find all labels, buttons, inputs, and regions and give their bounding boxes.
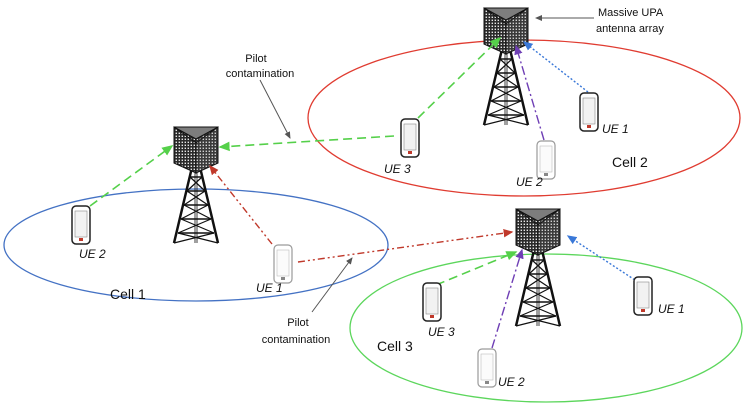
- smartphone-icon: [422, 282, 442, 322]
- ue-label-cell2-ue2: UE 2: [516, 175, 543, 189]
- smartphone-icon: [579, 92, 599, 132]
- link-cell3-ue2: [491, 248, 524, 349]
- link-cell3-ue3: [435, 251, 518, 286]
- base-station-cell-3: [514, 208, 562, 328]
- antenna-tower-icon: [173, 126, 219, 174]
- ue-label-cell1-ue2: UE 2: [79, 247, 106, 261]
- cell-3-boundary: [349, 253, 743, 403]
- cell-label-1: Cell 1: [110, 286, 146, 302]
- link-cell1-ue2: [89, 145, 174, 207]
- antenna-annotation-line2: antenna array: [596, 23, 664, 35]
- link-pilot-contamination-top: [218, 135, 395, 152]
- ue-label-cell2-ue3: UE 3: [384, 162, 411, 176]
- ue-label-cell3-ue1: UE 1: [658, 302, 685, 316]
- antenna-annotation-line1: Massive UPA: [598, 7, 664, 19]
- antenna-tower-icon: [515, 208, 561, 256]
- smartphone-icon: [400, 118, 420, 158]
- link-cell1-ue1: [209, 164, 273, 245]
- smartphone-icon: [273, 244, 293, 284]
- ue-label-cell3-ue2: UE 2: [498, 375, 525, 389]
- arrow-pilot-top: [259, 79, 291, 139]
- link-cell3-ue1: [566, 235, 639, 283]
- ue-label-cell1-ue1: UE 1: [256, 281, 283, 295]
- pilot-bottom-line1: Pilot: [287, 317, 308, 329]
- smartphone-icon: [536, 140, 556, 180]
- smartphone-icon: [71, 205, 91, 245]
- cell-1-boundary: [3, 188, 389, 302]
- link-cell2-ue2: [514, 44, 545, 141]
- arrow-pilot-bottom: [311, 257, 353, 313]
- link-cell2-ue3: [417, 36, 502, 119]
- ue-label-cell2-ue1: UE 1: [602, 122, 629, 136]
- smartphone-icon: [477, 348, 497, 388]
- base-station-cell-1: [172, 126, 220, 245]
- cell-label-3: Cell 3: [377, 338, 413, 354]
- link-cell2-ue1: [522, 41, 589, 93]
- cell-label-2: Cell 2: [612, 154, 648, 170]
- pilot-top-line2: contamination: [226, 68, 295, 80]
- pilot-bottom-line2: contamination: [262, 334, 331, 346]
- cell-2-boundary: [307, 39, 741, 197]
- smartphone-icon: [633, 276, 653, 316]
- ue-label-cell3-ue3: UE 3: [428, 325, 455, 339]
- link-pilot-contamination-bottom: [297, 229, 514, 263]
- pilot-top-line1: Pilot: [245, 53, 266, 65]
